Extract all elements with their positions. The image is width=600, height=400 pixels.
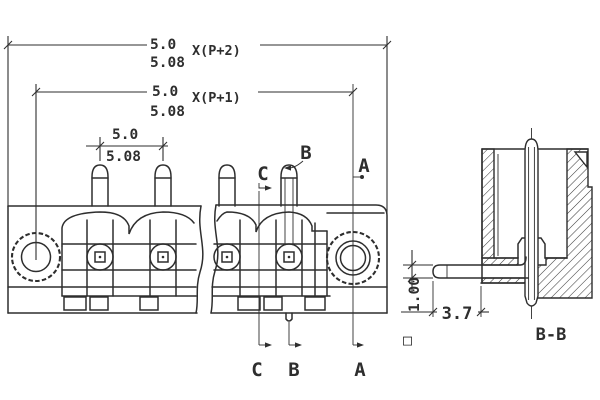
square-symbol: □ — [403, 331, 412, 349]
mounting-hole-left — [10, 231, 62, 283]
section-line-a: A A — [352, 84, 370, 381]
pin-horizontal-tail — [432, 264, 529, 279]
dimension-tail-length: 3.7 — [401, 281, 489, 324]
contact-4 — [275, 243, 303, 271]
dimension-mount-hole-span: 5.0 5.08 X(P+1) — [31, 84, 358, 260]
break-line-right — [210, 204, 219, 314]
dim-overall-upper: 5.0 — [150, 37, 176, 53]
section-label-b-bottom: B — [288, 359, 299, 381]
header-pins — [91, 164, 298, 244]
mounting-foot — [63, 296, 87, 311]
mounting-foot — [304, 296, 326, 311]
mounting-foot — [263, 296, 283, 311]
dim-pitch-lower: 5.08 — [106, 149, 141, 165]
section-label-c-top: C — [257, 163, 268, 185]
pin-square-value: 1.00 — [407, 277, 423, 312]
pin-boss-right — [537, 237, 546, 259]
dim-mount-upper: 5.0 — [152, 84, 178, 100]
pin-contacts — [86, 243, 303, 271]
section-label-b-top: B — [300, 142, 311, 164]
section-label-a-bottom: A — [354, 359, 366, 381]
pin-boss-left — [517, 237, 526, 259]
tail-length-value: 3.7 — [442, 304, 473, 324]
dim-mount-lower: 5.08 — [150, 104, 185, 120]
dim-overall-lower: 5.08 — [150, 55, 185, 71]
dimension-pitch: 5.0 5.08 — [86, 127, 168, 165]
section-view-bb: 1.00 □ 3.7 B-B — [401, 128, 593, 349]
section-line-c: C C — [251, 163, 272, 381]
section-pin — [432, 128, 539, 319]
mounting-foot — [139, 296, 159, 311]
front-view: 5.0 5.08 X(P+2) 5.0 5.08 X(P+1) 5.0 5.08 — [3, 36, 392, 381]
section-line-b: B B — [284, 142, 312, 381]
dim-mount-multiplier: X(P+1) — [192, 90, 241, 106]
latch-notch — [573, 151, 588, 169]
dimension-overall-width: 5.0 5.08 X(P+2) — [3, 36, 392, 214]
contact-1 — [86, 243, 114, 271]
contact-3 — [213, 243, 241, 271]
section-label-c-bottom: C — [251, 359, 262, 381]
pin-bend — [519, 256, 527, 266]
mounting-foot — [237, 296, 261, 311]
break-line-left — [195, 205, 204, 314]
section-label-a-top: A — [358, 155, 370, 177]
section-view-title: B-B — [536, 325, 567, 345]
mounting-foot — [89, 296, 109, 311]
contact-2 — [149, 243, 177, 271]
body-outline — [7, 204, 388, 314]
dimension-pin-square: 1.00 □ — [403, 250, 433, 349]
dim-overall-multiplier: X(P+2) — [192, 43, 241, 59]
dim-pitch-upper: 5.0 — [112, 127, 138, 143]
